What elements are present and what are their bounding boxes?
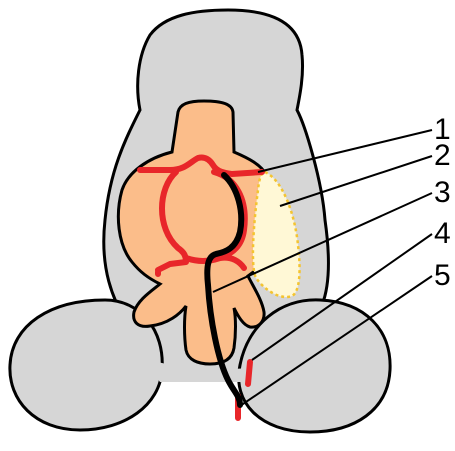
callout-label-2: 2 [434, 139, 451, 172]
callout-label-5: 5 [434, 259, 451, 292]
callout-label-4: 4 [434, 217, 451, 250]
callout-label-3: 3 [434, 176, 451, 209]
callout-labels: 1 2 3 4 5 [434, 113, 451, 292]
